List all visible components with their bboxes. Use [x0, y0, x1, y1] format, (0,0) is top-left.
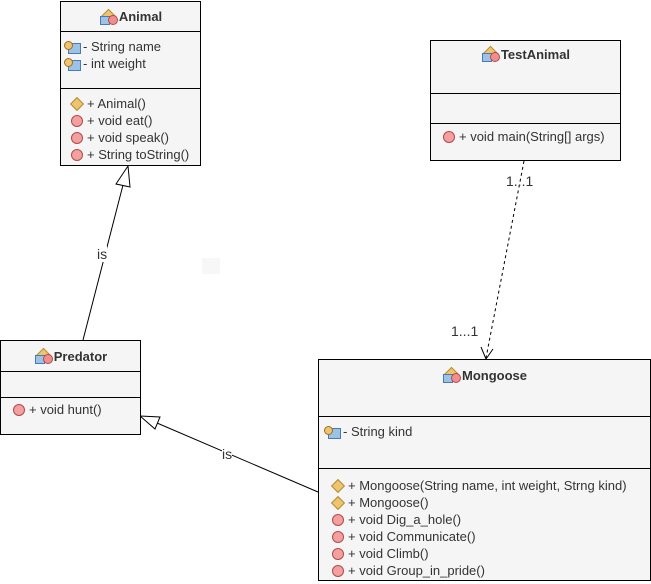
- method-row[interactable]: + void hunt(): [9, 401, 140, 418]
- class-name: Animal: [118, 9, 163, 24]
- class-name: Mongoose: [462, 368, 527, 383]
- class-testanimal[interactable]: TestAnimal + void main(String[] args): [430, 40, 621, 161]
- multiplicity-testanimal-end: 1...1: [506, 173, 534, 189]
- class-testanimal-header: TestAnimal: [431, 41, 620, 93]
- field-text: - int weight: [83, 56, 146, 71]
- method-row[interactable]: + void Climb(): [328, 545, 650, 562]
- class-mongoose-methods: + Mongoose(String name, int weight, Strn…: [319, 468, 650, 580]
- edge-mongoose-predator[interactable]: [156, 422, 319, 493]
- method-text: + void hunt(): [29, 402, 102, 417]
- method-text: + Mongoose(): [348, 495, 429, 510]
- method-icon: [9, 403, 27, 417]
- method-icon: [439, 130, 457, 144]
- class-icon: [481, 45, 500, 62]
- field-icon: [63, 57, 81, 71]
- method-text: + void speak(): [87, 130, 170, 145]
- class-predator[interactable]: Predator + void hunt(): [0, 340, 141, 435]
- multiplicity-mongoose-end: 1...1: [451, 323, 479, 339]
- method-icon: [328, 564, 346, 578]
- class-animal[interactable]: Animal - String name - int weight + Anim…: [60, 1, 201, 166]
- constructor-icon: [328, 478, 346, 493]
- stray-marker: [202, 258, 220, 274]
- class-predator-fields: [1, 371, 140, 397]
- method-row[interactable]: + Mongoose(): [328, 494, 650, 511]
- class-name: TestAnimal: [500, 47, 571, 62]
- method-icon: [67, 114, 85, 128]
- constructor-icon: [67, 96, 85, 111]
- edge-label-mongoose-predator: is: [222, 446, 233, 462]
- class-icon: [442, 366, 461, 383]
- method-text: + String toString(): [87, 147, 190, 162]
- class-mongoose[interactable]: Mongoose - String kind + Mongoose(String…: [318, 359, 651, 581]
- field-text: - String name: [83, 39, 162, 54]
- edge-label-predator-animal: is: [97, 246, 108, 262]
- method-text: + void Dig_a_hole(): [348, 512, 462, 527]
- method-text: + Mongoose(String name, int weight, Strn…: [348, 478, 627, 493]
- method-row[interactable]: + void main(String[] args): [439, 128, 620, 145]
- method-row[interactable]: + Animal(): [67, 95, 200, 112]
- method-icon: [67, 148, 85, 162]
- method-text: + Animal(): [87, 96, 146, 111]
- field-icon: [323, 425, 341, 439]
- method-text: + void Group_in_pride(): [348, 563, 485, 578]
- class-predator-methods: + void hunt(): [1, 397, 140, 434]
- field-row[interactable]: - String kind: [323, 423, 650, 440]
- field-text: - String kind: [343, 424, 413, 439]
- method-text: + void Climb(): [348, 546, 429, 561]
- method-row[interactable]: + void speak(): [67, 129, 200, 146]
- field-icon: [63, 40, 81, 54]
- class-animal-methods: + Animal() + void eat() + void speak() +…: [61, 88, 200, 165]
- method-icon: [328, 513, 346, 527]
- class-mongoose-header: Mongoose: [319, 360, 650, 416]
- method-icon: [328, 547, 346, 561]
- method-row[interactable]: + Mongoose(String name, int weight, Strn…: [328, 477, 650, 494]
- edge-predator-animal-arrowhead: [115, 164, 131, 188]
- class-testanimal-methods: + void main(String[] args): [431, 123, 620, 160]
- field-row[interactable]: - int weight: [63, 55, 200, 72]
- edge-testanimal-mongoose-arrowhead: [480, 346, 494, 361]
- method-text: + void eat(): [87, 113, 153, 128]
- method-row[interactable]: + String toString(): [67, 146, 200, 163]
- constructor-icon: [328, 495, 346, 510]
- edge-predator-animal[interactable]: [82, 184, 124, 341]
- method-row[interactable]: + void Group_in_pride(): [328, 562, 650, 579]
- class-predator-header: Predator: [1, 341, 140, 371]
- method-row[interactable]: + void eat(): [67, 112, 200, 129]
- class-icon: [34, 347, 53, 364]
- edge-mongoose-predator-arrowhead: [138, 415, 161, 430]
- class-name: Predator: [53, 348, 108, 364]
- class-mongoose-fields: - String kind: [319, 416, 650, 468]
- method-row[interactable]: + void Dig_a_hole(): [328, 511, 650, 528]
- edge-testanimal-mongoose[interactable]: [485, 160, 525, 359]
- class-testanimal-fields: [431, 93, 620, 123]
- method-icon: [328, 530, 346, 544]
- method-icon: [67, 131, 85, 145]
- class-animal-header: Animal: [61, 2, 200, 31]
- method-text: + void Communicate(): [348, 529, 476, 544]
- class-animal-fields: - String name - int weight: [61, 31, 200, 88]
- method-row[interactable]: + void Communicate(): [328, 528, 650, 545]
- method-text: + void main(String[] args): [459, 129, 605, 144]
- field-row[interactable]: - String name: [63, 38, 200, 55]
- class-icon: [99, 8, 118, 25]
